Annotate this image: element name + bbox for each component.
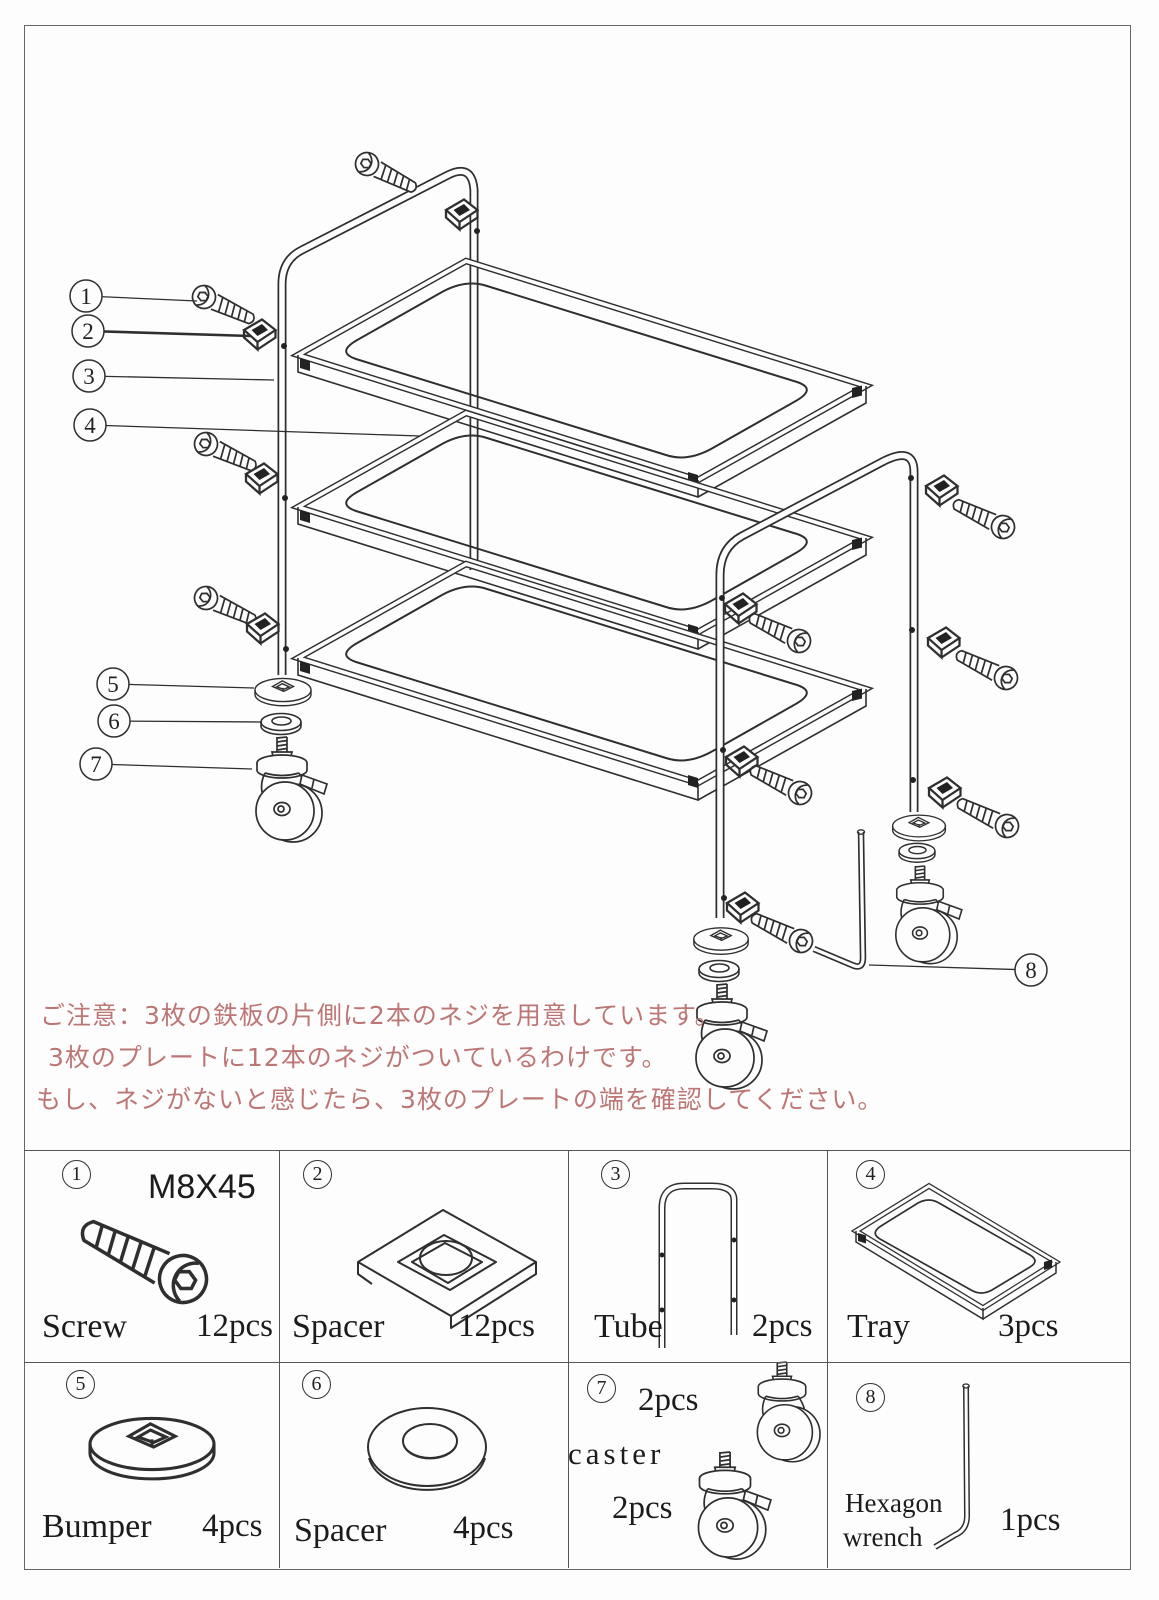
callout-number-7: 7 (90, 752, 102, 777)
callout-leader-6 (113, 720, 263, 723)
caster-qty-top: 2pcs (638, 1382, 699, 1418)
callout-circle-8 (1014, 953, 1048, 987)
part-qty: 2pcs (752, 1308, 813, 1344)
part-number-badge: 4 (856, 1160, 885, 1189)
part-number-badge: 5 (66, 1370, 95, 1399)
callout-circle-3 (72, 359, 106, 393)
table-top-border (24, 1150, 1130, 1151)
callout-leader-4 (89, 424, 421, 437)
washer-icon (367, 1407, 487, 1491)
leg-holes (281, 228, 916, 901)
table-col-divider-2 (568, 1150, 569, 1568)
callout-number-8: 8 (1025, 958, 1037, 983)
screw-spec: M8X45 (148, 1168, 256, 1206)
part-number-badge: 8 (856, 1383, 885, 1412)
callout-number-5: 5 (107, 672, 119, 697)
tray-icon (850, 1182, 1062, 1321)
callout-circle-1 (69, 279, 103, 313)
part-qty: 3pcs (998, 1308, 1059, 1344)
caster-qty-bottom: 2pcs (612, 1490, 673, 1526)
part-label-line2: wrench (843, 1522, 923, 1552)
callout-leader-3 (88, 375, 275, 381)
part-label: Tray (847, 1308, 910, 1345)
callout-circle-6 (97, 704, 131, 738)
part-label: Spacer (294, 1512, 387, 1549)
part-number-badge: 3 (601, 1160, 630, 1189)
note-line-3: もし、ネジがないと感じたら、3枚のプレートの端を確認してください。 (36, 1085, 884, 1114)
right-u-tube (715, 451, 919, 918)
part-number-badge: 7 (587, 1374, 616, 1403)
part-number-badge: 1 (62, 1160, 91, 1189)
note-line-2: 3枚のプレートに12本のネジがついているわけです。 (48, 1043, 668, 1072)
callout-circle-2 (71, 314, 105, 348)
part-qty: 12pcs (196, 1308, 273, 1344)
table-row-divider (24, 1362, 1130, 1363)
callout-number-2: 2 (82, 319, 94, 344)
hex-wrench-icon (933, 1383, 971, 1550)
callout-leader-8 (868, 964, 1032, 971)
callout-number-6: 6 (108, 709, 120, 734)
callout-leader-7 (95, 763, 253, 770)
hex-wrench (812, 829, 867, 970)
part-qty: 1pcs (1000, 1502, 1061, 1538)
callout-leader-5 (112, 683, 255, 689)
part-label: Screw (42, 1308, 127, 1345)
callout-leader-2 (87, 329, 252, 338)
table-col-divider-3 (827, 1150, 828, 1568)
part-label: Tube (594, 1308, 663, 1345)
part-qty: 4pcs (453, 1510, 514, 1546)
part-label: Bumper (42, 1508, 152, 1545)
callout-circle-7 (79, 747, 113, 781)
part-label-line1: Hexagon (845, 1488, 943, 1518)
callout-number-3: 3 (83, 364, 95, 389)
tube-icon (658, 1182, 738, 1348)
callout-number-4: 4 (84, 413, 96, 438)
callout-circle-4 (73, 408, 107, 442)
callout-leader-1 (85, 295, 198, 302)
left-u-tube (277, 166, 479, 675)
callout-number-1: 1 (80, 284, 92, 309)
part-number-badge: 6 (302, 1370, 331, 1399)
part-label: caster (568, 1436, 665, 1471)
clip-spacer-icon (357, 1209, 537, 1329)
callout-circle-5 (96, 667, 130, 701)
part-number-badge: 2 (303, 1160, 332, 1189)
table-col-divider-1 (279, 1150, 280, 1568)
part-qty: 4pcs (202, 1508, 263, 1544)
part-qty: 12pcs (458, 1308, 535, 1344)
page-border (24, 25, 1131, 1570)
part-label: Spacer (292, 1308, 385, 1345)
note-line-1: ご注意：3枚の鉄板の片側に2本のネジを用意しています。 (40, 1001, 721, 1030)
diagram-callouts: 1 2 3 4 5 67 8 (69, 279, 1048, 987)
